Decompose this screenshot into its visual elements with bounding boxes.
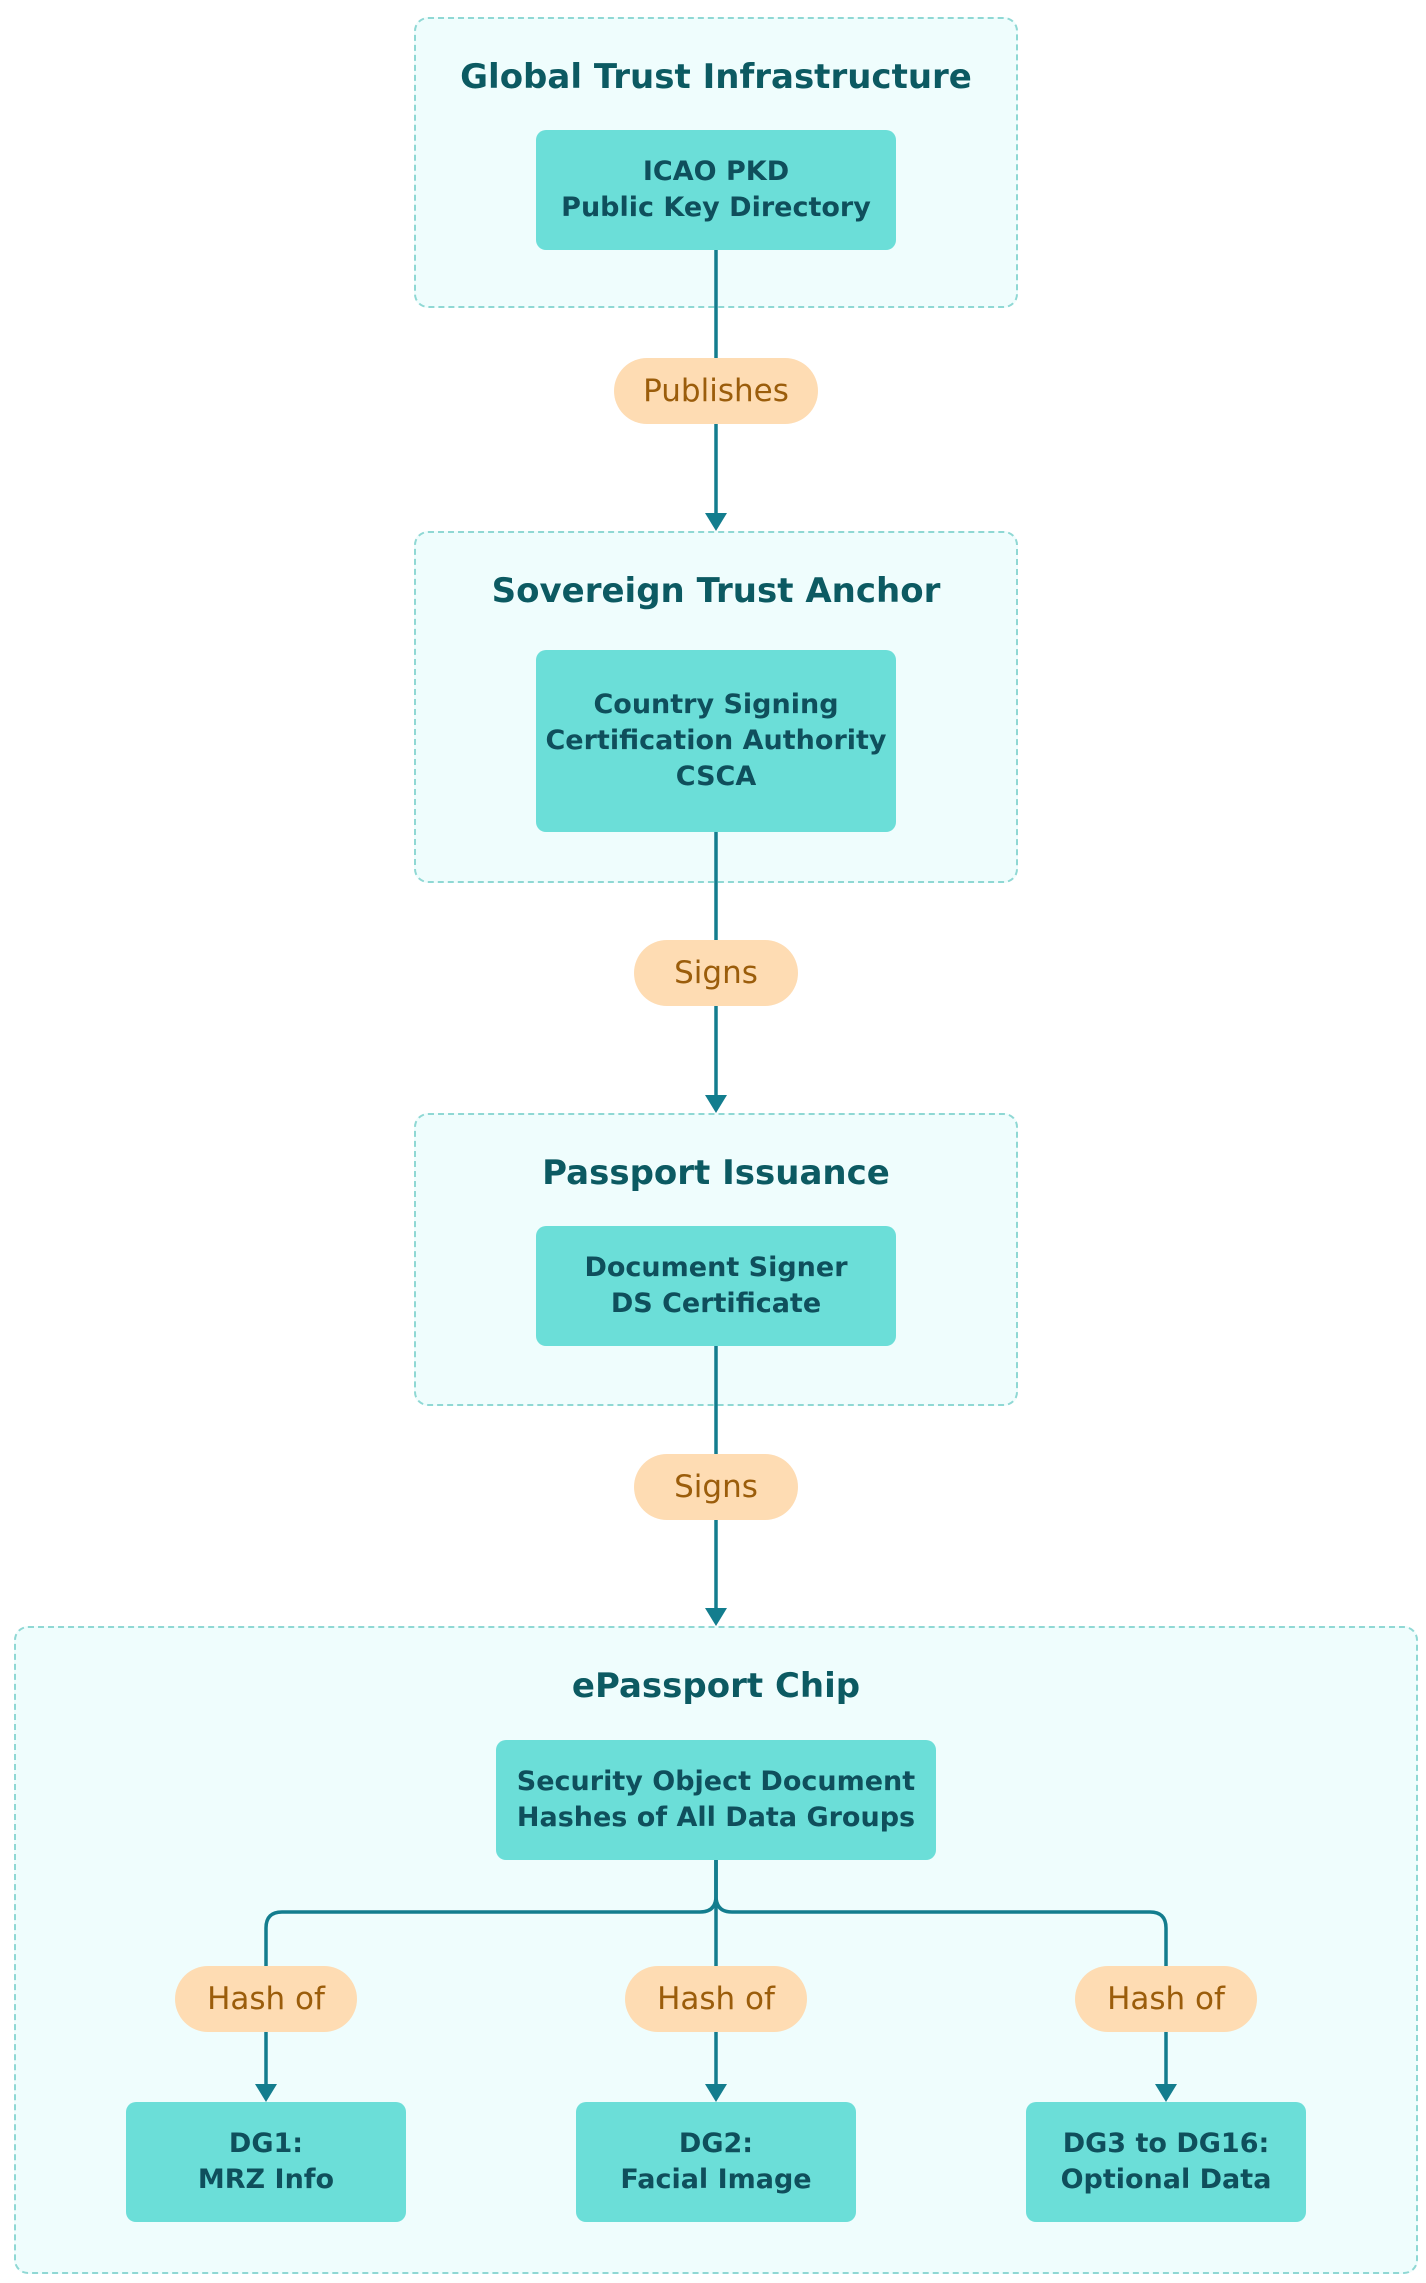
edge-label-publishes: Publishes — [614, 358, 818, 424]
node-label-line: Certification Authority — [545, 725, 887, 756]
node-document-signer: Document Signer DS Certificate — [536, 1226, 896, 1346]
node-label-line: Country Signing — [593, 689, 839, 720]
node-label-line: Document Signer — [584, 1252, 848, 1283]
node-dg1: DG1: MRZ Info — [126, 2102, 406, 2222]
node-security-object-document: Security Object Document Hashes of All D… — [496, 1740, 936, 1860]
node-label-line: Hashes of All Data Groups — [516, 1802, 916, 1833]
arrowhead-icon — [1155, 2084, 1177, 2102]
node-label-line: DG3 to DG16: — [1062, 2128, 1270, 2159]
edge-label-hash-dg3: Hash of — [1075, 1966, 1257, 2032]
node-icao-pkd: ICAO PKD Public Key Directory — [536, 130, 896, 250]
node-csca: Country Signing Certification Authority … — [536, 650, 896, 832]
arrowhead-icon — [255, 2084, 277, 2102]
group-title: Sovereign Trust Anchor — [491, 571, 941, 611]
node-label-line: Optional Data — [1060, 2164, 1272, 2195]
node-label-line: ICAO PKD — [642, 156, 790, 187]
arrowhead-icon — [705, 1608, 727, 1626]
edge-label-hash-dg2: Hash of — [625, 1966, 807, 2032]
node-dg3-to-dg16: DG3 to DG16: Optional Data — [1026, 2102, 1306, 2222]
edge-hash-dg3 — [714, 1860, 1168, 2086]
node-label-line: DG1: — [228, 2128, 304, 2159]
edge-label-signs-ds: Signs — [634, 1454, 798, 1520]
edge-label-signs-csca: Signs — [634, 940, 798, 1006]
arrowhead-icon — [705, 513, 727, 531]
node-label-line: CSCA — [675, 761, 757, 792]
node-label-line: Security Object Document — [516, 1766, 916, 1797]
node-label-line: Facial Image — [620, 2164, 812, 2195]
node-label-line: MRZ Info — [197, 2164, 335, 2195]
node-label-line: DG2: — [678, 2128, 754, 2159]
group-title: ePassport Chip — [571, 1666, 861, 1706]
arrowhead-icon — [705, 2084, 727, 2102]
edge-label-hash-dg1: Hash of — [175, 1966, 357, 2032]
node-label-line: Public Key Directory — [561, 192, 871, 223]
group-title: Global Trust Infrastructure — [460, 57, 972, 97]
arrowhead-icon — [705, 1095, 727, 1113]
node-dg2: DG2: Facial Image — [576, 2102, 856, 2222]
group-title: Passport Issuance — [542, 1153, 890, 1193]
node-label-line: DS Certificate — [610, 1288, 822, 1319]
